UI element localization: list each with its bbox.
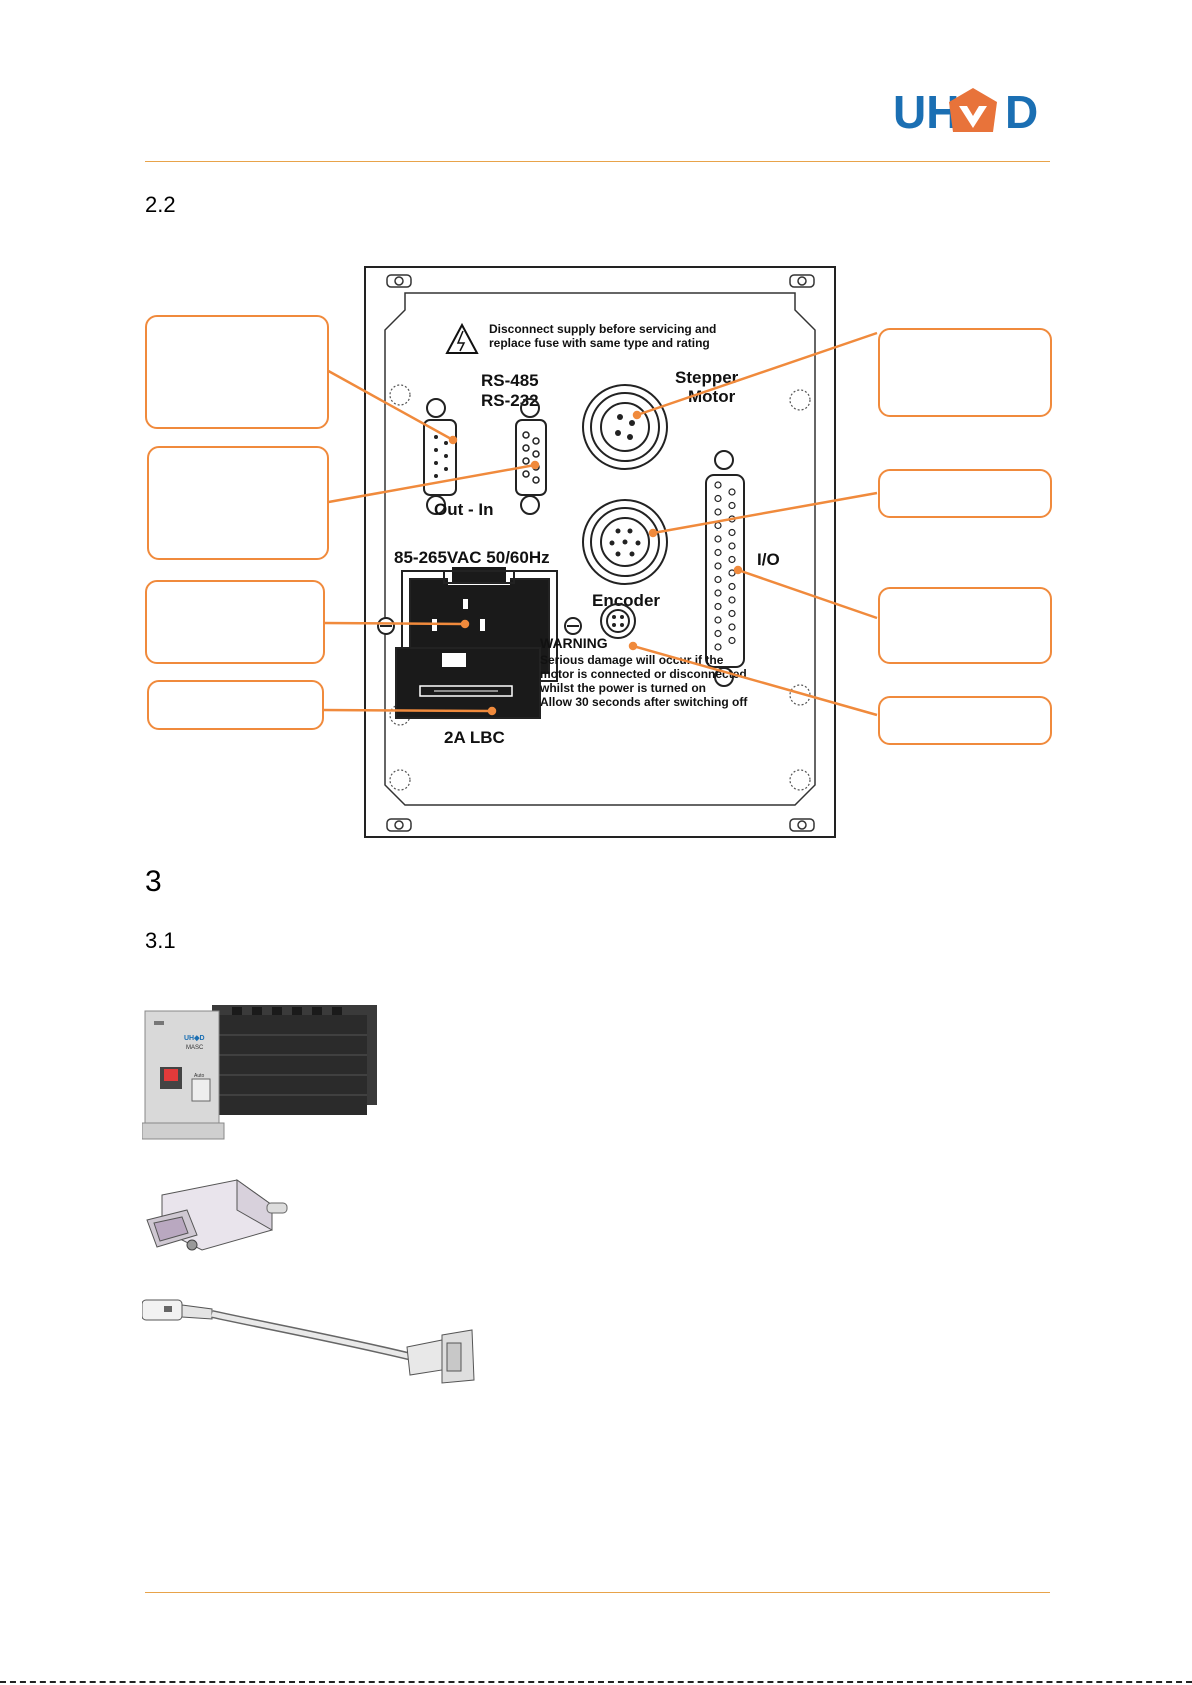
io-pin [714,562,722,570]
page-bottom-edge [0,1681,1192,1683]
io-label: I/O [757,550,780,569]
svg-text:UH: UH [893,86,959,138]
out-in-label: Out - In [434,500,493,519]
io-pin [714,494,722,503]
io-pin [728,596,736,604]
dsub-plug-image [146,1179,288,1251]
svg-text:MASC: MASC [186,1045,204,1051]
section-heading-2-2: 2.2 [145,192,176,217]
rs485-label: RS-485 [481,371,539,390]
io-pin [728,636,736,645]
panel-warning-label-2: replace fuse with same type and rating [489,336,710,350]
callout-box-power [145,580,325,664]
panel-recess [384,292,816,806]
io-pin [728,555,736,564]
encoder-label: Encoder [592,591,660,610]
io-pin [714,616,722,624]
fuse-holder [395,647,541,719]
company-logo: UH D [893,82,1053,138]
panel-outline [364,266,836,838]
io-pin [728,609,736,618]
callout-box-fuse [147,680,324,730]
io-pin [714,548,722,557]
callout-box-stepper [878,328,1052,417]
cable-assembly-image [142,1299,475,1384]
callout-box-encoder [878,469,1052,518]
section-heading-3: 3 [145,865,162,898]
footer-rule [145,1592,1050,1593]
fuse-label: 2A LBC [444,728,505,747]
header-rule [145,161,1050,162]
encoder-connector [582,499,668,585]
io-pin [728,623,736,631]
callout-box-rs485 [145,315,329,429]
warning-line-2: motor is connected or disconnected [540,667,747,681]
controller-module-image: UH◆D MASC Auto [142,1005,377,1140]
aux-round-connector [600,603,636,639]
power-rating-label: 85-265VAC 50/60Hz [394,548,550,567]
rear-panel-diagram: Disconnect supply before servicing and r… [322,266,878,838]
uhvd-logo-icon: UH D [893,86,1038,138]
warning-line-4: Allow 30 seconds after switching off [540,695,748,709]
electric-warning-icon [445,322,479,354]
io-pin [714,535,722,543]
corner-screw-icon [386,274,815,832]
stepper-label: Stepper [675,368,739,387]
io-pin [714,602,722,611]
io-pin [728,501,736,510]
stepper-motor-connector [582,384,668,470]
callout-leader-lines [322,331,878,717]
dsub-out-connector [423,398,457,515]
io-pin [714,575,722,584]
svg-text:D: D [1005,86,1038,138]
warning-line-1: Serious damage will occur if the [540,653,724,667]
io-pin [714,643,722,651]
io-pin [714,481,722,489]
io-pin [728,582,736,591]
warning-line-3: whilst the power is turned on [539,681,706,695]
motor-label: Motor [688,387,736,406]
section-heading-3-1: 3.1 [145,928,176,953]
io-pin [728,542,736,550]
io-pin [714,508,722,516]
panel-warning-label: Disconnect supply before servicing and [489,322,716,336]
svg-text:UH◆D: UH◆D [184,1035,205,1042]
io-pin [728,488,736,496]
dsub-in-connector [515,398,547,515]
io-pin [728,528,736,537]
callout-box-rs232 [147,446,329,560]
rs232-label: RS-232 [481,391,539,410]
svg-text:Auto: Auto [194,1073,205,1079]
callout-box-aux [878,696,1052,745]
io-pin [714,589,722,597]
callout-box-io [878,587,1052,664]
warning-title: WARNING [540,635,608,651]
io-pin [714,629,722,638]
